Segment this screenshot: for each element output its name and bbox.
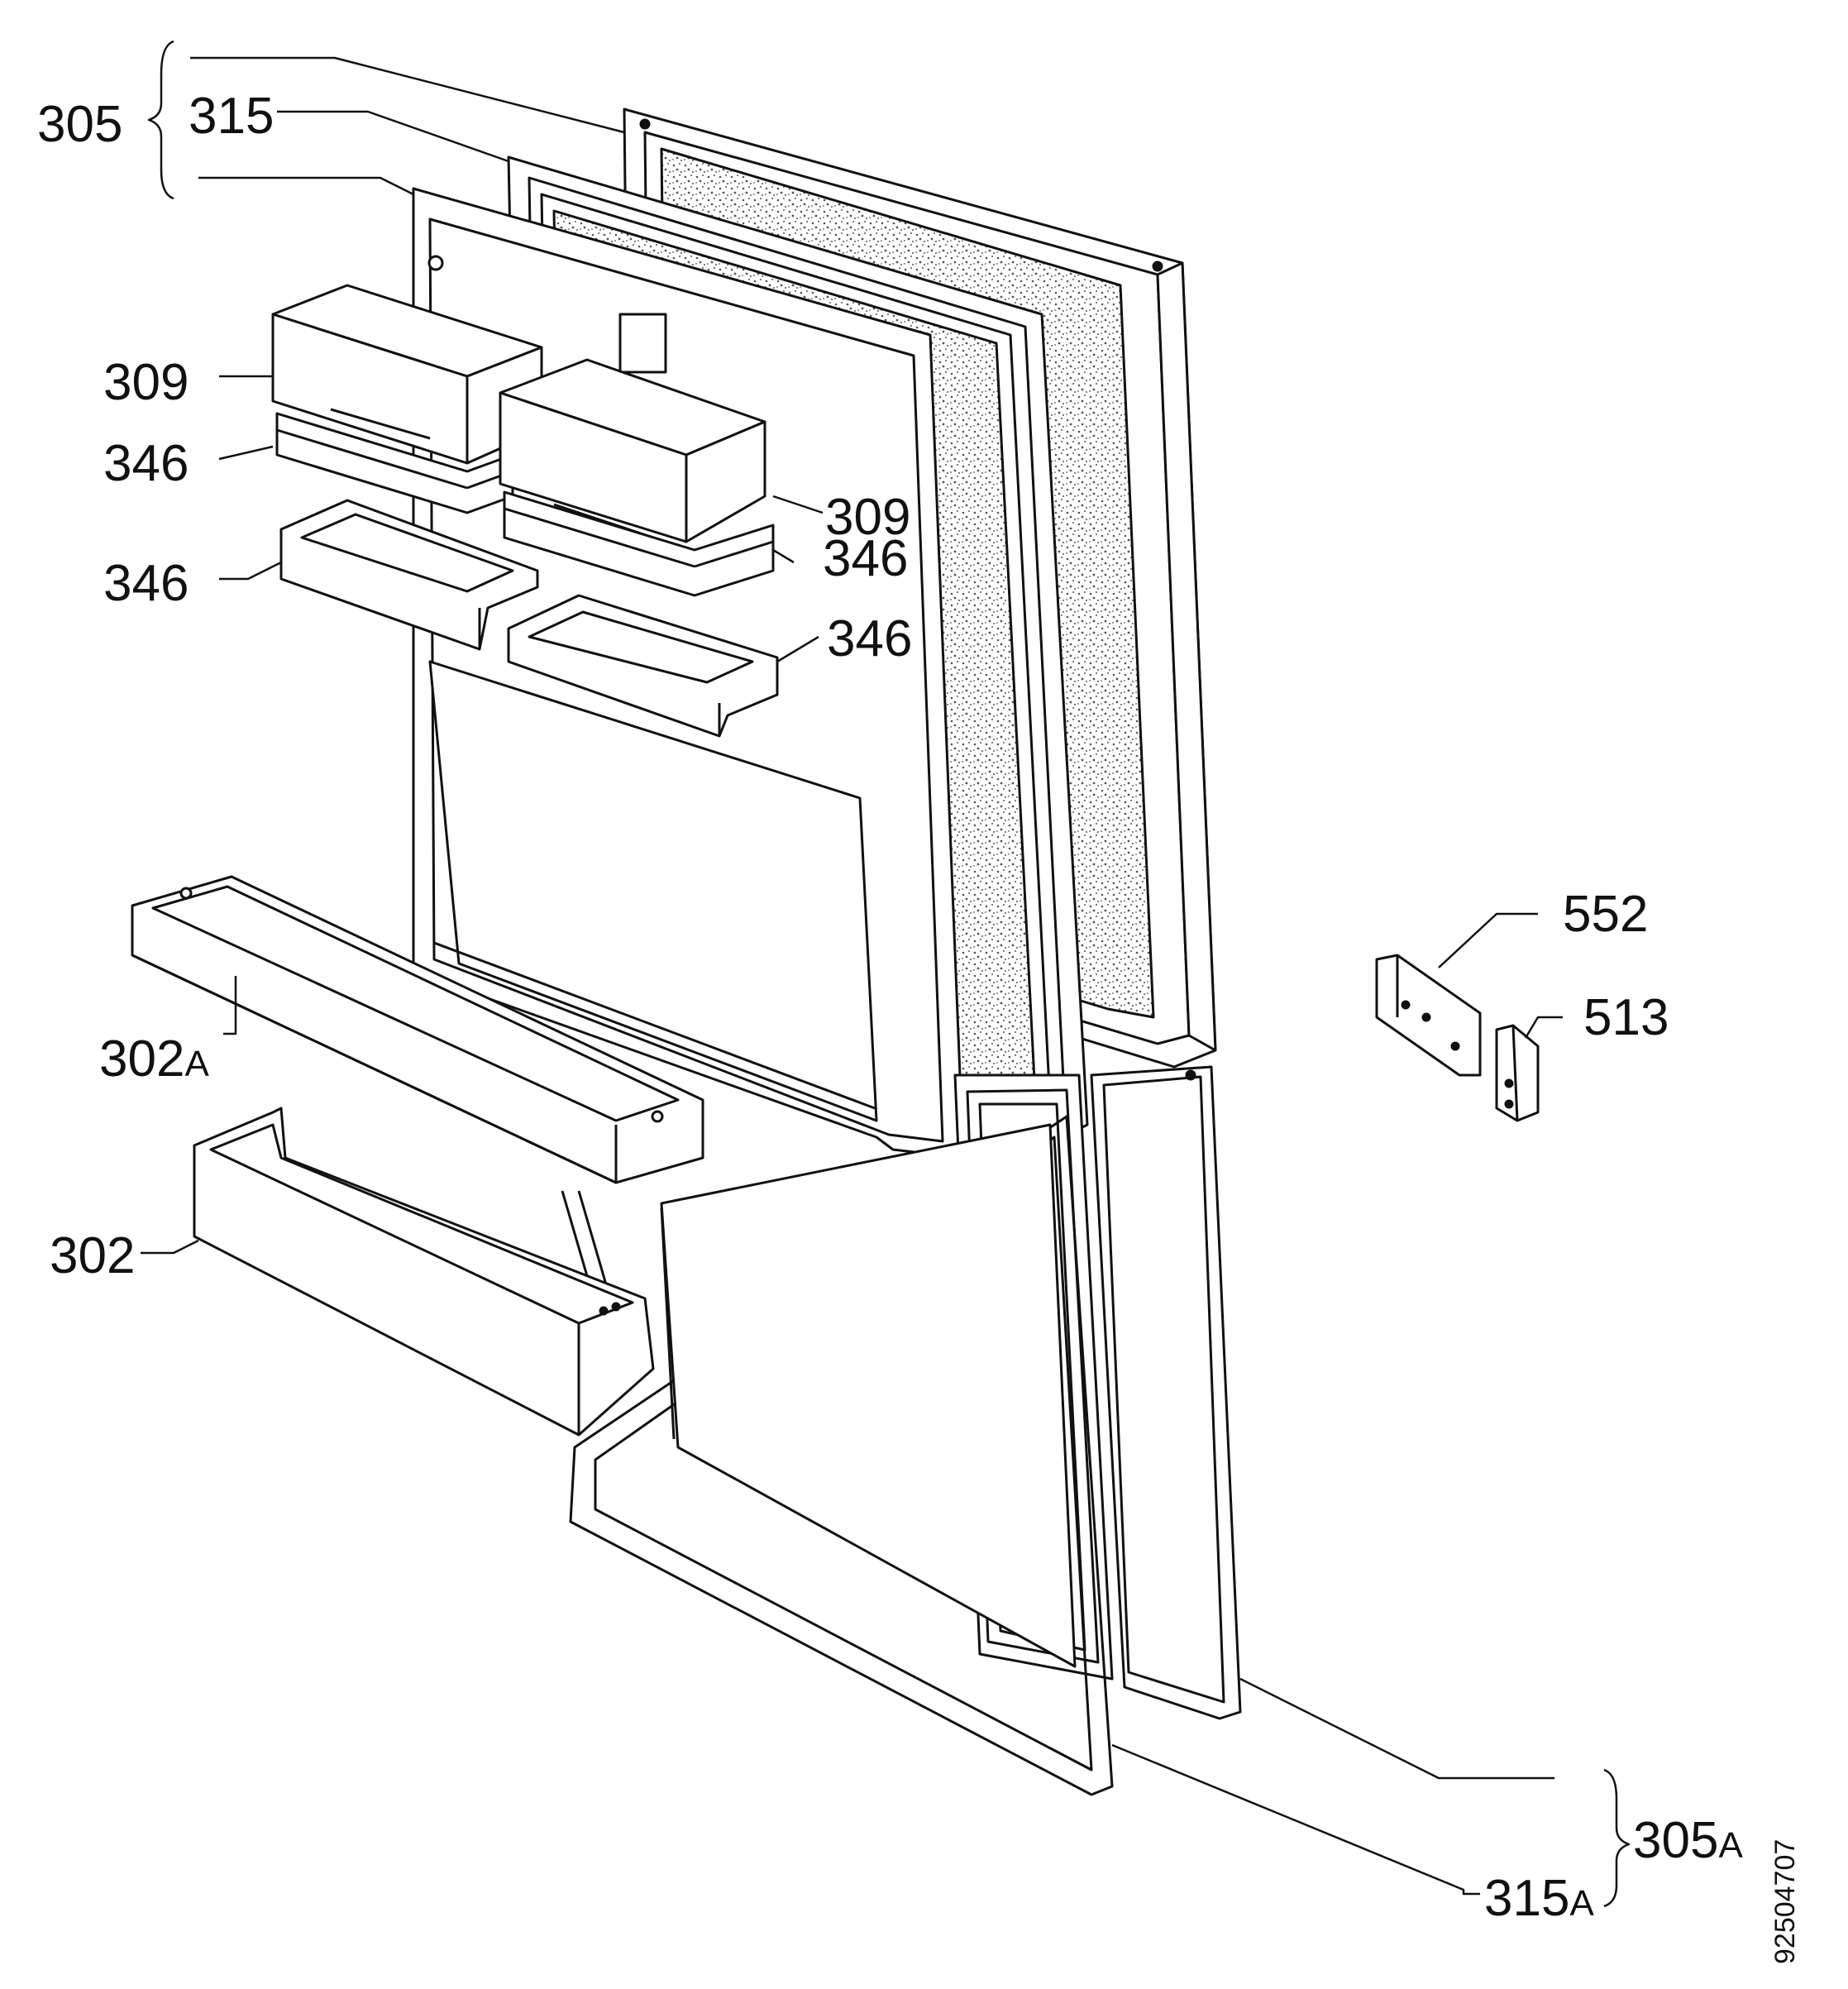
label-315: 315 [189,88,275,145]
label-315a: 315A [1484,1870,1594,1927]
label-513: 513 [1583,989,1669,1046]
small-shelf-right [507,594,779,738]
small-shelf-left [279,499,539,651]
large-door-shelf-lower [193,1107,655,1437]
label-309-right: 309 [825,489,911,546]
hinge-cover-552 [1375,954,1482,1077]
hinge-bracket-513 [1495,1024,1540,1122]
lower-door-inner-liner [561,1115,1114,1796]
label-346-left-lower: 346 [103,555,189,612]
lower-door-outer-panel [1090,1065,1242,1720]
label-302: 302 [50,1227,136,1284]
leader-lines [141,40,1631,1908]
label-346-left-upper: 346 [103,435,189,492]
box-lid-right [503,490,775,597]
document-number: 92504707 [1769,1838,1801,1964]
label-552: 552 [1563,886,1649,943]
label-305: 305 [37,96,123,153]
label-346-right-upper: 346 [823,530,909,587]
label-346-right-lower: 346 [827,610,913,667]
label-309-left: 309 [103,354,189,411]
label-302a: 302A [99,1030,209,1088]
large-door-shelf-upper [131,875,704,1184]
label-305a: 305A [1633,1812,1743,1869]
butter-box-right [499,358,766,543]
